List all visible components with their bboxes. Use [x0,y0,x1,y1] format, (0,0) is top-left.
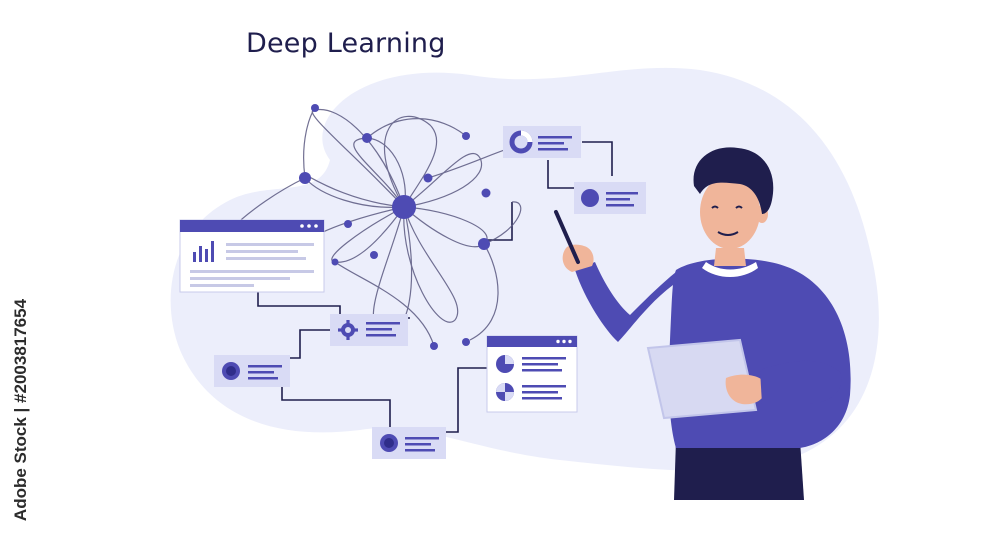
donut-chart-icon [509,130,533,154]
network-node [370,251,378,259]
pie-chart-icon [496,355,514,401]
face [700,175,760,249]
settings-card [330,314,408,346]
network-node [311,104,319,112]
network-hub-node [392,195,416,219]
network-node [299,172,311,184]
stylus-icon [554,210,580,264]
node-card [214,355,290,387]
network-node [478,238,490,250]
stock-id-label: Adobe Stock | #2003817654 [11,298,30,522]
neural-network-links [229,107,522,347]
network-node [331,258,339,266]
node-card [372,427,446,459]
tablet-icon [646,338,758,420]
network-node [362,133,372,143]
page-title: Deep Learning [246,28,446,59]
network-node [423,173,433,183]
network-node [430,342,438,350]
circle-node-icon [581,189,599,207]
network-node [344,220,352,228]
gear-icon [338,320,358,340]
analytics-card [486,335,578,413]
network-node [462,338,470,346]
network-node [481,188,491,198]
neural-network-nodes [297,104,491,350]
pants [674,440,804,500]
person [554,147,851,500]
bar-chart-icon [193,241,214,262]
raised-arm [575,262,680,342]
node-card [574,182,646,214]
holding-hand [725,374,767,405]
report-card [179,219,325,293]
hair [693,147,774,214]
donut-card [503,126,581,158]
network-node [462,132,470,140]
